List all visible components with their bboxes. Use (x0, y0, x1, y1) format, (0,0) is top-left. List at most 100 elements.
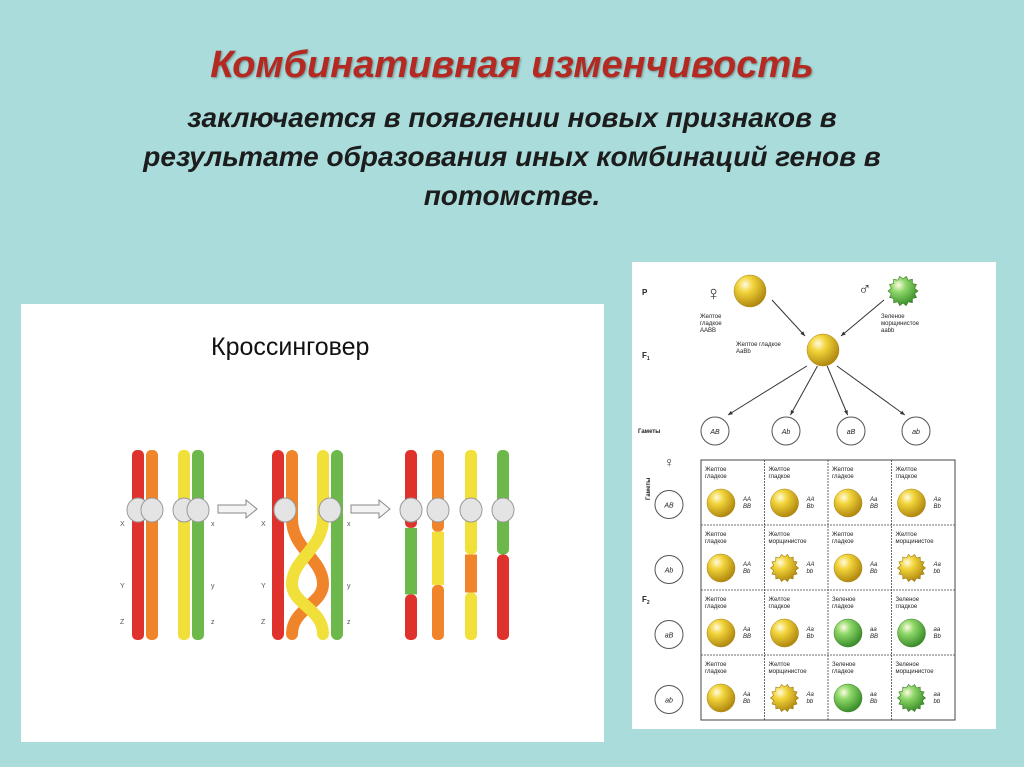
cell-phenotype-line1: Желтое (832, 532, 854, 538)
locus-label: x (211, 521, 215, 528)
chromatid-green-a-segment (192, 450, 204, 640)
cell-pea (833, 553, 863, 583)
crossover-title: Кроссинговер (211, 333, 369, 361)
cell-phenotype-line2: гладкое (832, 669, 854, 675)
cell-phenotype-line2: гладкое (705, 604, 727, 610)
chromatid-red-a-segment (132, 450, 144, 640)
cell-pea (706, 553, 736, 583)
cell-phenotype-line1: Желтое (705, 467, 727, 473)
female-parent-line2: гладкое (700, 321, 722, 327)
cell-pea (897, 553, 926, 583)
chromatid-result-2-segment (432, 531, 444, 585)
locus-label: Y (261, 583, 266, 590)
gamete-circle (700, 416, 730, 446)
gamete-label: Ab (781, 429, 791, 436)
cell-genotype-2: Bb (934, 504, 942, 510)
cell-phenotype-line1: Зеленое (896, 597, 920, 603)
locus-label: x (347, 521, 351, 528)
cell-genotype-2: bb (807, 699, 814, 705)
cell-genotype-1: Aa (806, 692, 815, 698)
cell-genotype-1: Aa (806, 627, 815, 633)
chromatid-orange-a-segment (146, 450, 158, 640)
cell-genotype-1: Aa (869, 497, 878, 503)
cell-genotype-2: bb (934, 699, 941, 705)
cell-genotype-1: Aa (742, 692, 751, 698)
row-gamete-label: Ab (664, 568, 674, 575)
female-parent-genotype: AABB (700, 328, 716, 334)
p-label: P (642, 288, 648, 297)
arrow-f1-to-gamete (727, 365, 808, 416)
cell-genotype-2: bb (934, 569, 941, 575)
locus-label: y (347, 583, 351, 590)
male-parent-genotype: aabb (881, 328, 895, 334)
chromatid-result-3-segment (465, 554, 477, 593)
cell-pea (897, 488, 926, 518)
female-symbol-grid-icon: ♀ (664, 454, 675, 470)
chromosome-yellow-centromere (186, 497, 210, 523)
cell-phenotype-line1: Зеленое (832, 597, 856, 603)
row-gamete-circle (654, 685, 684, 714)
chromatid-orange-crossing (286, 450, 330, 640)
locus-label: X (120, 521, 125, 528)
gamete-circle (836, 416, 866, 446)
arrow-f1-to-gamete (790, 365, 818, 416)
cell-phenotype-line2: гладкое (832, 539, 854, 545)
cell-phenotype-line1: Желтое (705, 662, 727, 668)
male-parent-line2: морщинистое (881, 321, 920, 327)
cell-phenotype-line2: морщинистое (896, 669, 935, 675)
gamete-label: AB (709, 429, 720, 436)
cell-genotype-1: AA (806, 562, 815, 568)
cell-phenotype-line2: гладкое (705, 474, 727, 480)
female-parent-pea (733, 274, 767, 308)
gametes-label-vertical: Гаметы (646, 478, 652, 500)
cell-genotype-1: Aa (933, 562, 942, 568)
cell-pea (706, 618, 736, 648)
male-parent-pea (887, 275, 919, 307)
cell-phenotype-line1: Зеленое (896, 662, 920, 668)
slide-subtitle: заключается в появлении новых признаков … (52, 98, 972, 215)
f1-phenotype: Желтое гладкое (736, 342, 782, 348)
row-gamete-circle (654, 620, 684, 649)
gamete-label: ab (912, 429, 920, 436)
cell-pea (770, 553, 799, 583)
gametes-label: Гаметы (638, 429, 660, 435)
cell-genotype-1: AA (806, 497, 815, 503)
male-parent-line1: Зеленое (881, 314, 905, 320)
slide-title: Комбинативная изменчивость (210, 44, 814, 86)
right-arrow-icon (350, 498, 391, 520)
cell-phenotype-line2: гладкое (832, 474, 854, 480)
dihybrid-cross-panel: P F1 Гаметы Гаметы F2 ♀ ♂ ♀ Желтое гладк… (632, 262, 996, 729)
chromatid-yellow-a-segment (178, 450, 190, 640)
chromatid-result-4-segment (497, 554, 509, 640)
female-parent-line1: Желтое (700, 314, 722, 320)
cell-phenotype-line1: Желтое (769, 532, 791, 538)
cell-phenotype-line2: гладкое (896, 474, 918, 480)
cell-genotype-1: Aa (869, 562, 878, 568)
cell-pea (770, 683, 799, 713)
cell-phenotype-line2: гладкое (769, 604, 791, 610)
locus-label: z (347, 619, 351, 626)
cell-genotype-2: BB (870, 634, 878, 640)
result-centromere (399, 497, 423, 523)
locus-label: X (261, 521, 266, 528)
locus-label: z (211, 619, 215, 626)
cell-genotype-1: AA (742, 497, 751, 503)
cell-genotype-2: Bb (807, 504, 815, 510)
cell-genotype-1: aa (934, 627, 941, 633)
cell-pea (770, 618, 799, 648)
cell-phenotype-line2: гладкое (769, 474, 791, 480)
cell-genotype-1: Aa (933, 497, 942, 503)
cell-genotype-2: Bb (807, 634, 815, 640)
cell-phenotype-line2: гладкое (832, 604, 854, 610)
right-arrow-icon (217, 498, 258, 520)
result-centromere (459, 497, 483, 523)
cell-phenotype-line2: гладкое (705, 669, 727, 675)
cell-genotype-1: aa (870, 627, 877, 633)
cell-phenotype-line1: Желтое (896, 532, 918, 538)
arrow-male-to-f1 (840, 299, 885, 337)
row-gamete-label: ab (665, 698, 673, 705)
male-symbol-icon: ♂ (858, 279, 872, 299)
cell-pea (833, 488, 863, 518)
